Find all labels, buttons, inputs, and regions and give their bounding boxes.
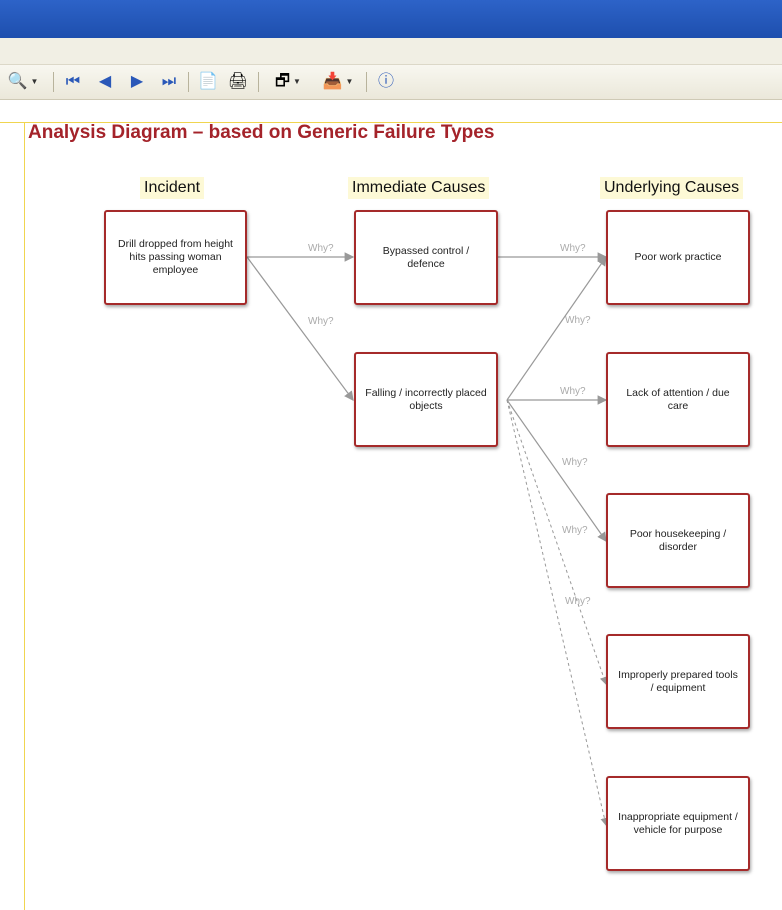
- incident-text: Drill dropped from height hits passing w…: [118, 238, 233, 276]
- why-label: Why?: [565, 596, 591, 607]
- print-icon: 🖨: [227, 73, 249, 90]
- underlying-cause-box[interactable]: Poor housekeeping / disorder: [606, 493, 750, 588]
- previous-page-icon: ◀: [98, 73, 112, 90]
- why-label: Why?: [560, 243, 586, 254]
- connector-incident-to-falling: [246, 256, 354, 401]
- first-page-icon: ⏮: [65, 73, 81, 90]
- underlying-causes-header: Underlying Causes: [600, 177, 744, 199]
- why-label: Why?: [308, 243, 334, 254]
- underlying-cause-box[interactable]: Inappropriate equipment / vehicle for pu…: [606, 776, 750, 871]
- next-page-button[interactable]: ▶: [126, 72, 148, 92]
- underlying-cause-text: Improperly prepared tools / equipment: [618, 668, 738, 694]
- why-label: Why?: [308, 316, 334, 327]
- immediate-cause-box[interactable]: Bypassed control / defence: [354, 210, 498, 305]
- toolbar-separator: [258, 72, 259, 92]
- underlying-cause-text: Poor work practice: [634, 251, 722, 263]
- info-button[interactable]: ⓘ: [374, 72, 398, 92]
- connector-falling-to-housekeeping: [506, 399, 607, 542]
- underlying-cause-text: Inappropriate equipment / vehicle for pu…: [618, 810, 738, 836]
- first-page-button[interactable]: ⏮: [62, 72, 84, 92]
- toolbar-separator: [53, 72, 54, 92]
- toolbar-separator: [366, 72, 367, 92]
- page-margin-left: [24, 122, 25, 910]
- page-setup-icon: 📄: [198, 73, 218, 90]
- search-button[interactable]: 🔍▼: [6, 72, 40, 92]
- report-toolbar: 🔍▼ ⏮ ◀ ▶ ⏭ 📄 🖨 🗗▼ 📥▼ ⓘ: [0, 65, 782, 100]
- why-label: Why?: [562, 525, 588, 536]
- next-page-icon: ▶: [130, 73, 144, 90]
- why-label: Why?: [562, 457, 588, 468]
- connector-falling-to-improper-tools: [506, 399, 608, 685]
- underlying-cause-text: Poor housekeeping / disorder: [629, 527, 727, 553]
- info-icon: ⓘ: [377, 73, 394, 90]
- why-label: Why?: [565, 315, 591, 326]
- immediate-causes-header: Immediate Causes: [348, 177, 490, 199]
- connector-falling-to-inappropriate-equipment: [506, 399, 609, 826]
- window-title-bar: [0, 0, 782, 38]
- underlying-cause-box[interactable]: Lack of attention / due care: [606, 352, 750, 447]
- zoom-button[interactable]: 🗗▼: [266, 72, 310, 92]
- search-icon: 🔍: [7, 73, 28, 90]
- incident-header: Incident: [140, 177, 205, 199]
- diagram-title: Analysis Diagram – based on Generic Fail…: [28, 122, 495, 143]
- underlying-cause-text: Lack of attention / due care: [626, 386, 730, 412]
- zoom-page-icon: 🗗: [275, 73, 291, 90]
- previous-page-button[interactable]: ◀: [94, 72, 116, 92]
- connector-falling-to-poor-work: [506, 256, 607, 401]
- last-page-icon: ⏭: [161, 73, 177, 90]
- export-button[interactable]: 📥▼: [316, 72, 360, 92]
- toolbar-separator: [188, 72, 189, 92]
- print-button[interactable]: 🖨: [226, 72, 250, 92]
- chevron-down-icon[interactable]: ▼: [345, 77, 354, 86]
- immediate-cause-text: Bypassed control / defence: [382, 244, 470, 270]
- incident-box[interactable]: Drill dropped from height hits passing w…: [104, 210, 247, 305]
- immediate-cause-text: Falling / incorrectly placed objects: [365, 386, 487, 412]
- underlying-cause-box[interactable]: Improperly prepared tools / equipment: [606, 634, 750, 729]
- chevron-down-icon[interactable]: ▼: [30, 77, 39, 86]
- last-page-button[interactable]: ⏭: [158, 72, 180, 92]
- page-margin-top: [0, 122, 782, 123]
- export-icon: 📥: [322, 73, 343, 90]
- page-setup-button[interactable]: 📄: [196, 72, 220, 92]
- why-label: Why?: [560, 386, 586, 397]
- menu-bar: [0, 38, 782, 65]
- underlying-cause-box[interactable]: Poor work practice: [606, 210, 750, 305]
- immediate-cause-box[interactable]: Falling / incorrectly placed objects: [354, 352, 498, 447]
- chevron-down-icon[interactable]: ▼: [293, 77, 301, 86]
